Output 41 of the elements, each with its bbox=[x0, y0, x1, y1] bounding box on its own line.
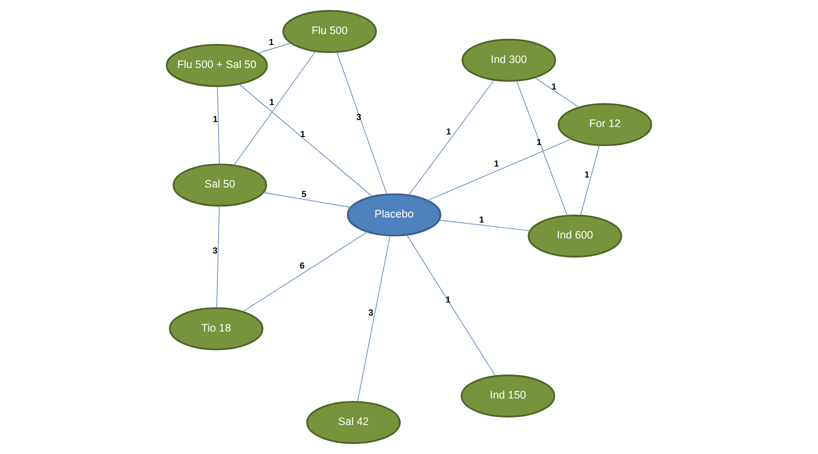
node-ellipse: For 12 bbox=[558, 103, 652, 146]
edge-label: 5 bbox=[302, 188, 306, 199]
edge-label: 1 bbox=[269, 97, 274, 108]
edge-label: 1 bbox=[212, 114, 218, 124]
connector bbox=[438, 220, 530, 232]
node-ellipse: Sal 42 bbox=[306, 400, 401, 444]
node-ellipse: Sal 50 bbox=[172, 164, 268, 207]
node-ellipse: Placebo bbox=[346, 193, 442, 236]
edge-label: 1 bbox=[494, 158, 499, 169]
connector bbox=[217, 86, 220, 165]
connector bbox=[336, 52, 388, 195]
node-ellipse: Ind 300 bbox=[462, 38, 556, 82]
edge-label: 3 bbox=[212, 246, 218, 256]
connector bbox=[357, 235, 390, 402]
edge-label: 1 bbox=[446, 126, 451, 136]
edge-label: 1 bbox=[300, 129, 306, 140]
connector bbox=[242, 231, 368, 312]
edge-label: 1 bbox=[536, 137, 542, 148]
connector bbox=[234, 50, 316, 166]
node-ellipse: Tio 18 bbox=[168, 307, 264, 350]
connector bbox=[238, 84, 373, 197]
node-ellipse: Flu 500 + Sal 50 bbox=[166, 44, 268, 87]
connector bbox=[516, 80, 568, 216]
node-ellipse: Ind 600 bbox=[528, 214, 622, 258]
edge-label: 3 bbox=[356, 112, 362, 122]
edge-label: 6 bbox=[300, 260, 305, 271]
connector bbox=[580, 145, 600, 216]
edge-label: 1 bbox=[479, 214, 484, 224]
connector bbox=[216, 205, 220, 308]
edge-label: 3 bbox=[368, 308, 374, 318]
connector bbox=[406, 234, 496, 376]
edge-label: 1 bbox=[268, 37, 274, 48]
node-ellipse: Ind 150 bbox=[460, 374, 556, 418]
node-ellipse: Flu 500 bbox=[282, 10, 377, 54]
connector bbox=[257, 42, 292, 54]
connector bbox=[408, 80, 494, 196]
connector bbox=[263, 192, 351, 208]
edge-label: 1 bbox=[584, 169, 590, 180]
connector bbox=[534, 77, 580, 108]
connector bbox=[427, 138, 572, 201]
edge-label: 1 bbox=[551, 81, 556, 92]
